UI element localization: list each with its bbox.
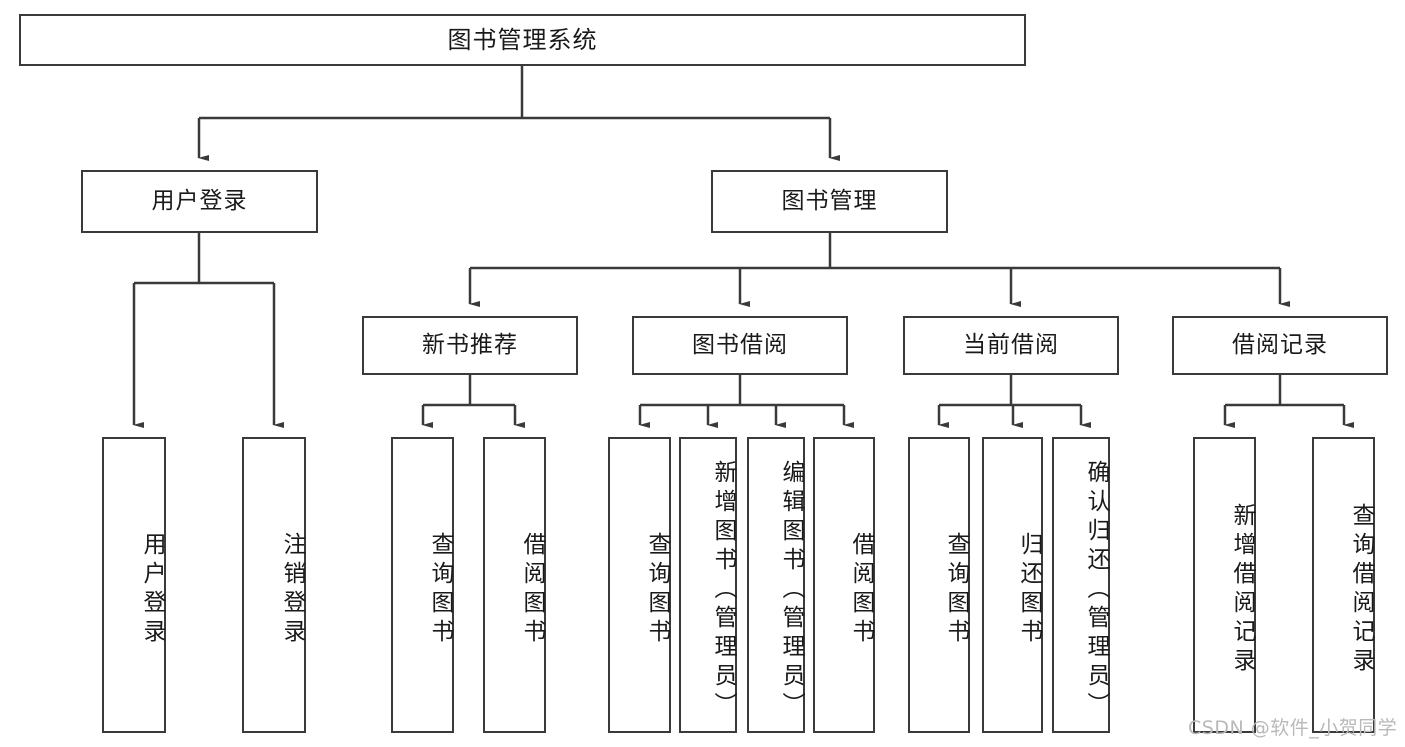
node-leaf-logout-login-label: 注销登录 xyxy=(279,532,305,648)
node-leaf-user-login[interactable]: 用户登录 xyxy=(102,437,166,733)
node-book-borrow-label: 图书借阅 xyxy=(692,331,788,358)
node-book-manage[interactable]: 图书管理 xyxy=(711,170,948,233)
node-new-book-recommend[interactable]: 新书推荐 xyxy=(362,316,578,375)
node-leaf-logout-login[interactable]: 注销登录 xyxy=(242,437,306,733)
node-leaf-edit-book-admin[interactable]: 编辑图书（管理员） xyxy=(747,437,805,733)
node-new-book-recommend-label: 新书推荐 xyxy=(422,331,518,358)
node-current-borrow[interactable]: 当前借阅 xyxy=(903,316,1119,375)
node-leaf-query-book-current-label: 查询图书 xyxy=(943,532,969,648)
node-leaf-query-book-borrow-label: 查询图书 xyxy=(644,532,670,648)
node-leaf-query-borrow-record-label: 查询借阅记录 xyxy=(1348,503,1374,677)
node-leaf-add-borrow-record[interactable]: 新增借阅记录 xyxy=(1193,437,1256,733)
node-leaf-query-book-current[interactable]: 查询图书 xyxy=(908,437,970,733)
node-root-label: 图书管理系统 xyxy=(447,25,598,54)
node-leaf-add-book-admin-label: 新增图书（管理员） xyxy=(710,459,736,721)
node-leaf-borrow-book-rec-label: 借阅图书 xyxy=(519,532,545,648)
node-leaf-edit-book-admin-label: 编辑图书（管理员） xyxy=(778,459,804,721)
node-root[interactable]: 图书管理系统 xyxy=(19,14,1026,66)
node-leaf-query-book-borrow[interactable]: 查询图书 xyxy=(608,437,671,733)
node-leaf-return-book-label: 归还图书 xyxy=(1016,532,1042,648)
node-leaf-borrow-book-label: 借阅图书 xyxy=(848,532,874,648)
node-book-borrow[interactable]: 图书借阅 xyxy=(632,316,848,375)
node-borrow-record-label: 借阅记录 xyxy=(1232,331,1328,358)
node-book-manage-label: 图书管理 xyxy=(781,187,878,214)
node-leaf-query-borrow-record[interactable]: 查询借阅记录 xyxy=(1312,437,1375,733)
node-borrow-record[interactable]: 借阅记录 xyxy=(1172,316,1388,375)
node-current-borrow-label: 当前借阅 xyxy=(963,331,1059,358)
node-leaf-user-login-label: 用户登录 xyxy=(139,532,165,648)
node-leaf-borrow-book[interactable]: 借阅图书 xyxy=(813,437,875,733)
node-leaf-confirm-return-admin-label: 确认归还（管理员） xyxy=(1083,459,1109,721)
node-leaf-borrow-book-rec[interactable]: 借阅图书 xyxy=(483,437,546,733)
node-leaf-add-borrow-record-label: 新增借阅记录 xyxy=(1229,503,1255,677)
node-user-login-label: 用户登录 xyxy=(151,187,248,214)
watermark: CSDN @软件_小贺同学 xyxy=(1188,717,1398,739)
node-leaf-query-book-rec-label: 查询图书 xyxy=(427,532,453,648)
node-leaf-return-book[interactable]: 归还图书 xyxy=(982,437,1043,733)
node-leaf-confirm-return-admin[interactable]: 确认归还（管理员） xyxy=(1052,437,1110,733)
node-user-login[interactable]: 用户登录 xyxy=(81,170,318,233)
node-leaf-add-book-admin[interactable]: 新增图书（管理员） xyxy=(679,437,737,733)
node-leaf-query-book-rec[interactable]: 查询图书 xyxy=(391,437,454,733)
